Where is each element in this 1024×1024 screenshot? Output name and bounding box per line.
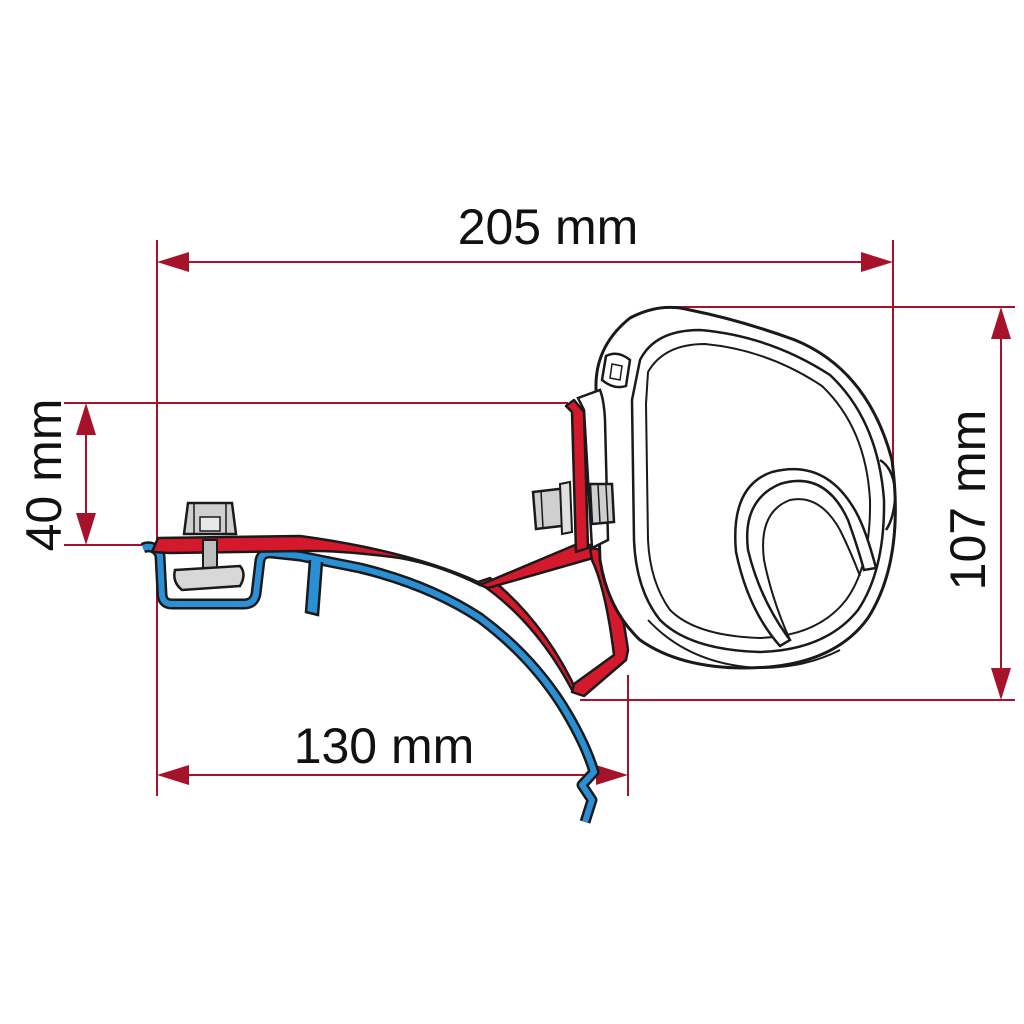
dimension-205 xyxy=(157,252,893,272)
dimension-lines xyxy=(64,240,1015,796)
dimension-40 xyxy=(76,403,96,545)
awning-housing xyxy=(576,305,897,670)
right-bolt xyxy=(531,480,616,536)
dimension-107 xyxy=(991,307,1011,700)
dimension-130 xyxy=(157,765,628,785)
vehicle-rail xyxy=(140,541,600,824)
left-bolt-clamp xyxy=(173,501,245,592)
adapter-bracket xyxy=(150,398,630,698)
dimension-label-40: 40 mm xyxy=(16,399,72,552)
dimension-label-205: 205 mm xyxy=(458,199,639,255)
dimension-label-130: 130 mm xyxy=(294,718,475,774)
dimension-label-107: 107 mm xyxy=(940,410,996,591)
